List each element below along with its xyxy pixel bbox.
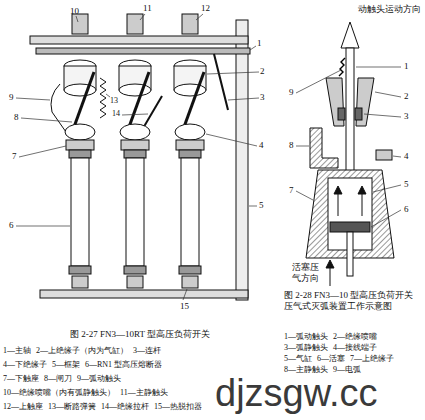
callout-number: 11: [143, 3, 152, 14]
link-rod: [214, 54, 228, 110]
legend-item: 10—绝缘喷嘴（内有弧静触头）: [3, 388, 115, 398]
legend-item: 6—活塞: [317, 354, 345, 364]
legend-row: 12—上触座 13—断路弹簧 14—绝缘拉杆 15—热脱扣器: [3, 402, 215, 412]
pole-column: [119, 14, 162, 288]
callout-number: 9: [289, 87, 294, 98]
callout-number: 7: [289, 185, 294, 196]
direction-label: 活塞压气方向: [292, 262, 322, 284]
leader-lines: [296, 67, 401, 227]
callout-number: 4: [259, 140, 264, 151]
callout-number: 7: [12, 151, 17, 162]
direction-label: 动触头运动方向: [358, 4, 424, 15]
terminal: [376, 150, 392, 160]
watermark: djzsgw.cc: [215, 374, 378, 412]
legend-item: 12—上触座: [3, 402, 43, 412]
top-beam: [30, 36, 248, 44]
legend-item: 4—下绝缘子: [3, 360, 47, 370]
legend-item: 7—上绝缘子: [350, 354, 394, 364]
callout-number: 1: [257, 38, 262, 49]
callout-number: 4: [404, 151, 409, 162]
legend-item: 8—主静触头: [284, 365, 328, 375]
load-switch-drawing: [16, 14, 259, 300]
callout-number: 2: [260, 66, 265, 77]
legend-item: 4—接线端子: [333, 343, 377, 353]
main-shaft: [36, 48, 250, 54]
frame: [236, 20, 248, 300]
arc-chute-drawing: [296, 22, 401, 286]
motion-arrow: [341, 22, 359, 48]
legend-row: 5—气缸 6—活塞 7—上绝缘子: [284, 354, 422, 364]
spring: [100, 78, 106, 118]
legend-row: 8—主静触头 9—电弧: [284, 365, 422, 375]
piston: [330, 222, 370, 232]
legend-item: 1—弧动触头: [284, 332, 328, 342]
gas-arrows: [326, 186, 366, 286]
legend-item: 14—绝缘拉杆: [101, 402, 149, 412]
callout-number: 10: [70, 6, 79, 17]
legend-item: 8—闸刀: [44, 374, 72, 384]
arc-static-contact: [355, 108, 362, 120]
legend-row: 3—弧静触头 4—接线端子: [284, 343, 422, 353]
legend-item: 1—主轴: [3, 346, 31, 356]
legend-row: 10—绝缘喷嘴（内有弧静触头） 11—主静触头: [3, 388, 215, 398]
main-static-contact: [310, 128, 338, 168]
pole-column: [51, 14, 96, 288]
piston-rod: [347, 232, 353, 276]
legend-item: 6—RN1 型高压熔断器: [85, 360, 162, 370]
legend-item: 2—上绝缘子（内为气缸）: [36, 346, 128, 356]
legend-item: 15—热脱扣器: [154, 402, 202, 412]
callout-number: 5: [404, 179, 409, 190]
callout-number: 3: [260, 92, 265, 103]
legend-row: 4—下绝缘子 5—框架 6—RN1 型高压熔断器: [3, 360, 215, 370]
arc-moving-contact: [346, 48, 354, 176]
callout-number: 5: [259, 200, 264, 211]
arc-static-contact: [338, 108, 345, 120]
bottom-beam: [40, 290, 248, 298]
legend-item: 3—连杆: [133, 346, 161, 356]
legend-item: 7—下触座: [3, 374, 39, 384]
callout-number: 8: [14, 112, 19, 123]
callout-number: 13: [110, 96, 118, 106]
figure-caption: 图 2-27 FN3—10RT 型高压负荷开关: [30, 329, 250, 340]
legend-item: 5—框架: [52, 360, 80, 370]
legend-item: 2—绝缘喷嘴: [333, 332, 377, 342]
legend-item: 3—弧静触头: [284, 343, 328, 353]
legend-item: 9—弧动触头: [77, 374, 121, 384]
legend-row: 1—主轴 2—上绝缘子（内为气缸） 3—连杆: [3, 346, 215, 356]
legend-item: 11—主静触头: [120, 388, 168, 398]
callout-number: 1: [404, 61, 409, 72]
legend-item: 9—电弧: [333, 365, 361, 375]
arc: [339, 58, 345, 76]
leader-lines: [16, 14, 259, 300]
callout-number: 9: [9, 92, 14, 103]
callout-number: 14: [112, 109, 120, 119]
callout-number: 6: [9, 220, 14, 231]
callout-number: 8: [289, 140, 294, 151]
callout-number: 3: [404, 111, 409, 122]
nozzle: [326, 78, 344, 126]
legend-item: 13—断路弹簧: [48, 402, 96, 412]
callout-number: 6: [404, 204, 409, 215]
callout-number: 15: [180, 301, 189, 312]
legend-item: 5—气缸: [284, 354, 312, 364]
legend-row: 1—弧动触头 2—绝缘喷嘴: [284, 332, 422, 342]
legend-row: 7—下触座 8—闸刀 9—弧动触头: [3, 374, 215, 384]
callout-number: 2: [404, 91, 409, 102]
figure-caption: 图 2-28 FN3—10 型高压负荷开关压气式灭弧装置工作示意图: [284, 290, 420, 312]
pole-column: [174, 14, 206, 288]
callout-number: 12: [201, 3, 210, 14]
nozzle: [356, 78, 374, 126]
